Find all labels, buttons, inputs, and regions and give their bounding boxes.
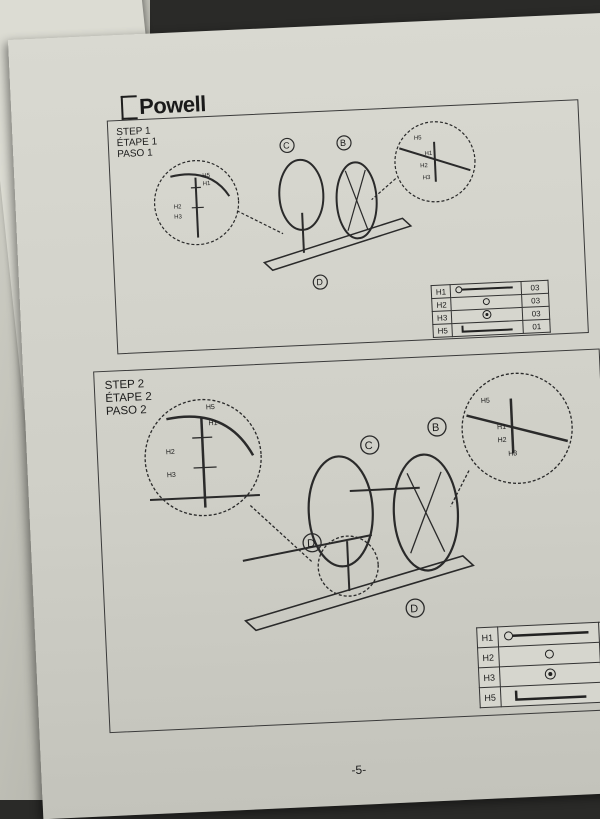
ring-c <box>278 159 325 231</box>
instruction-page: Powell STEP 1 ÉTAPE 1 PASO 1 <box>8 13 600 819</box>
label-h5-left: H5 <box>202 173 211 179</box>
callout-c: C <box>283 140 290 150</box>
logo-mark-icon <box>121 95 138 120</box>
step-2-parts-table: H1 03 H2 03 H3 03 H5 <box>476 621 600 708</box>
step-1-diagram: C B D H1 H2 H3 H5 H5 H1 H2 H3 <box>149 125 486 300</box>
label-h3-left-2: H3 <box>167 472 176 479</box>
step-1-parts-table: H1 03 H2 03 H3 03 H5 <box>431 280 552 338</box>
label-h5-right: H5 <box>414 135 423 141</box>
label-h1-right: H1 <box>424 151 433 157</box>
label-h2-left: H2 <box>174 204 183 210</box>
label-h3-right: H3 <box>423 175 432 181</box>
callout-c-2: C <box>365 440 374 452</box>
label-h1-left-2: H1 <box>208 420 217 427</box>
callout-d: D <box>316 277 323 287</box>
allen-wrench-icon <box>500 682 600 707</box>
allen-wrench-icon <box>452 320 524 336</box>
callout-d-2b: D <box>410 603 419 615</box>
callout-d-2a: D <box>307 538 316 550</box>
label-h5-right-2: H5 <box>481 398 490 405</box>
step-2-diagram: C B D D H5 H1 H2 H3 H5 H1 H2 H3 <box>135 371 585 631</box>
label-h2-right: H2 <box>420 163 429 169</box>
step-2-panel: STEP 2 ÉTAPE 2 PASO 2 <box>93 348 600 733</box>
label-h3-left: H3 <box>174 214 183 220</box>
step-1-panel: STEP 1 ÉTAPE 1 PASO 1 <box>107 99 589 354</box>
label-h2-left-2: H2 <box>166 449 175 456</box>
callout-b-2: B <box>432 422 440 434</box>
label-h3-right-2: H3 <box>508 450 517 457</box>
label-h2-right-2: H2 <box>498 437 507 444</box>
base-rail-d <box>263 218 413 271</box>
label-h1-right-2: H1 <box>497 424 506 431</box>
callout-b: B <box>340 138 346 148</box>
page-number: -5- <box>351 763 366 778</box>
label-h1-left: H1 <box>203 181 212 187</box>
label-h5-left-2: H5 <box>206 404 215 411</box>
